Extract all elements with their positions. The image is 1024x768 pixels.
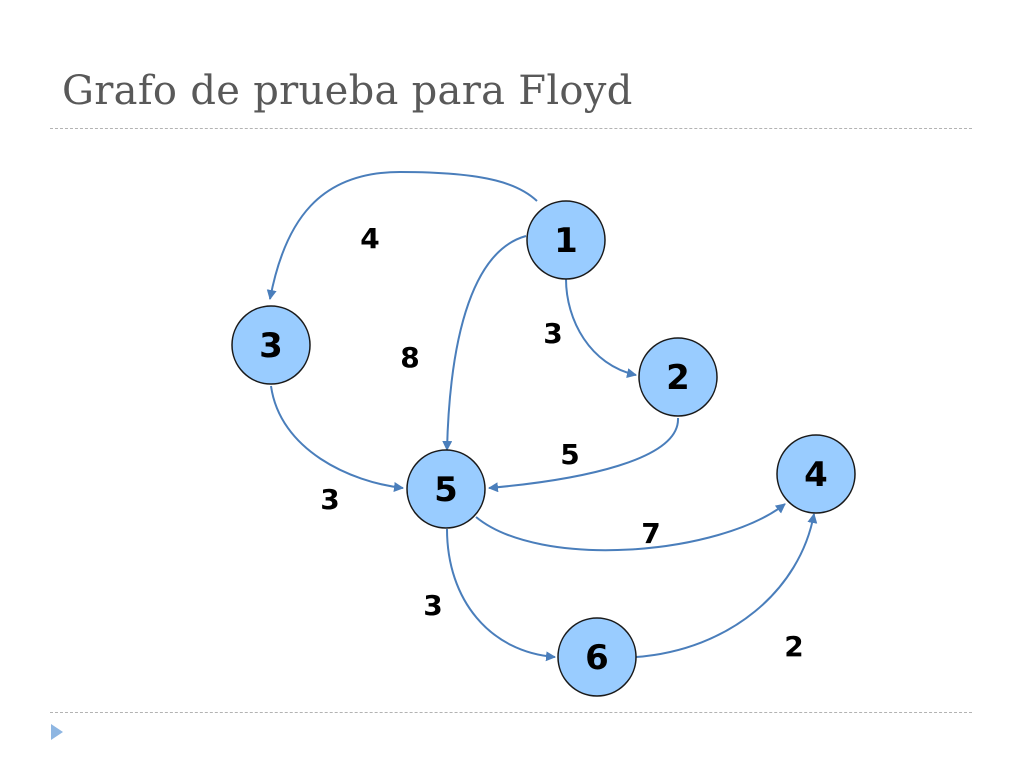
edge-weights-layer: 4 8 3 3 5 7 3 2 bbox=[320, 222, 803, 663]
footer-divider bbox=[50, 712, 972, 713]
graph-node-1: 1 bbox=[526, 200, 606, 280]
graph-node-6: 6 bbox=[557, 617, 637, 697]
graph-node-4: 4 bbox=[776, 434, 856, 514]
edge-weight-1-2: 3 bbox=[543, 317, 562, 350]
node-label-6: 6 bbox=[585, 638, 609, 678]
edge-5-6 bbox=[446, 528, 556, 662]
slide-title: Grafo de prueba para Floyd bbox=[62, 68, 633, 114]
edge-1-5 bbox=[442, 235, 527, 451]
node-label-5: 5 bbox=[434, 470, 458, 510]
nodes-layer: 1 2 3 4 5 6 bbox=[231, 200, 856, 697]
edge-weight-1-3: 4 bbox=[360, 222, 379, 255]
graph-node-3: 3 bbox=[231, 305, 311, 385]
graph-node-2: 2 bbox=[638, 337, 718, 417]
title-divider bbox=[50, 128, 972, 129]
edge-weight-2-5: 5 bbox=[560, 438, 579, 471]
edge-weight-3-5: 3 bbox=[320, 483, 339, 516]
edge-3-5 bbox=[270, 385, 404, 492]
edges-layer bbox=[266, 170, 818, 662]
edge-weight-6-4: 2 bbox=[784, 630, 803, 663]
edge-1-2 bbox=[565, 278, 637, 378]
edge-1-3 bbox=[266, 170, 538, 300]
node-label-1: 1 bbox=[554, 221, 578, 261]
edge-2-5 bbox=[488, 417, 680, 493]
node-label-4: 4 bbox=[804, 455, 828, 495]
edge-weight-1-5: 8 bbox=[400, 341, 419, 374]
node-label-2: 2 bbox=[666, 358, 690, 398]
edge-6-4 bbox=[635, 513, 818, 658]
edge-weight-5-6: 3 bbox=[423, 589, 442, 622]
bullet-triangle-icon bbox=[51, 724, 63, 740]
edge-5-4 bbox=[475, 503, 786, 552]
graph-node-5: 5 bbox=[406, 449, 486, 529]
node-label-3: 3 bbox=[259, 326, 283, 366]
edge-weight-5-4: 7 bbox=[641, 517, 660, 550]
